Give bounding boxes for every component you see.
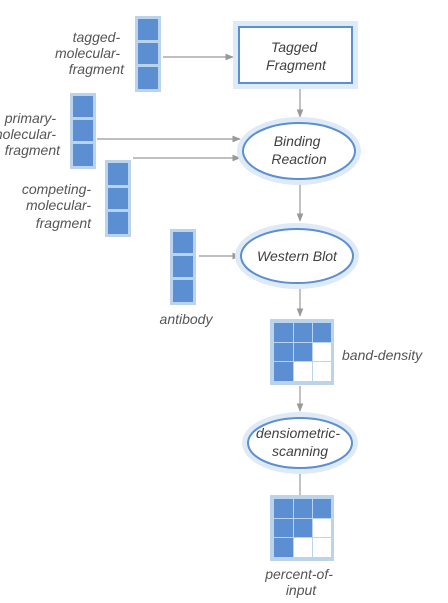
- process-label: Binding Reaction: [271, 133, 326, 167]
- process-label: Tagged Fragment: [266, 39, 327, 73]
- stack-cell: [73, 96, 93, 117]
- grid-cell: [313, 538, 331, 557]
- stack-cell: [108, 163, 128, 185]
- output-percent-of-input: percent-of- input: [264, 495, 337, 598]
- edges: [97, 53, 304, 495]
- stack-cell: [138, 43, 158, 64]
- input-label: tagged- molecular- fragment: [55, 29, 125, 77]
- process-label: densiometric- scanning: [256, 425, 344, 459]
- process-ellipse: [247, 417, 353, 469]
- grid-cell: [294, 538, 312, 557]
- process-box: [238, 26, 353, 84]
- process-tagged-fragment: Tagged Fragment: [233, 21, 358, 89]
- grid-cell: [313, 519, 331, 537]
- grid-cell: [274, 499, 293, 518]
- grid-cell: [274, 362, 293, 381]
- stack-cell: [73, 120, 93, 141]
- input-competing-molecular-fragment: competing- molecular- fragment: [22, 160, 131, 237]
- output-band-density: band-density: [270, 319, 423, 385]
- grid-cell: [274, 343, 293, 361]
- process-western-blot: Western Blot: [235, 223, 359, 289]
- grid-cell: [313, 343, 331, 361]
- input-label: primary- molecular- fragment: [0, 110, 61, 158]
- output-label: band-density: [342, 347, 423, 363]
- input-tagged-molecular-fragment: tagged- molecular- fragment: [55, 16, 161, 92]
- grid-cell: [294, 323, 312, 342]
- grid-cell: [294, 499, 312, 518]
- grid-cell: [294, 343, 312, 361]
- stack-cell: [73, 144, 93, 166]
- stack-cell: [108, 188, 128, 209]
- stack-cell: [108, 212, 128, 234]
- grid-cell: [294, 519, 312, 537]
- process-densiometric-scanning: densiometric- scanning: [242, 412, 358, 474]
- grid-cell: [274, 519, 293, 537]
- output-label: percent-of- input: [264, 566, 337, 598]
- stack-cell: [173, 256, 193, 277]
- grid-cell: [294, 362, 312, 381]
- process-ellipse: [242, 122, 356, 180]
- input-antibody: antibody: [160, 229, 214, 327]
- grid-cell: [313, 499, 331, 518]
- grid-cell: [274, 538, 293, 557]
- process-ellipse: [240, 228, 354, 284]
- grid-cell: [274, 323, 293, 342]
- input-primary-molecular-fragment: primary- molecular- fragment: [0, 93, 96, 169]
- stack-cell: [173, 280, 193, 302]
- stack-cell: [173, 232, 193, 253]
- stack-cell: [138, 19, 158, 40]
- grid-cell: [313, 362, 331, 381]
- process-label: Western Blot: [257, 248, 338, 264]
- process-binding-reaction: Binding Reaction: [237, 117, 361, 185]
- input-label: antibody: [160, 311, 214, 327]
- input-label: competing- molecular- fragment: [22, 181, 95, 231]
- grid-cell: [313, 323, 331, 342]
- stack-cell: [138, 67, 158, 89]
